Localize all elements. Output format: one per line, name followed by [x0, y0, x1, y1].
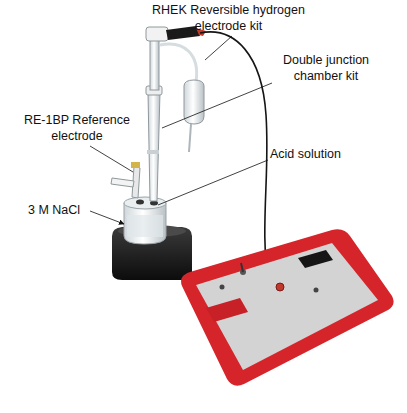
callout-label: 3 M NaCl — [28, 202, 108, 218]
potentiostat — [181, 229, 394, 385]
callout-label: RE-1BP Reference electrode — [10, 112, 144, 144]
callout-label: RHEK Reversible hydrogen electrode kit — [146, 2, 311, 34]
callout-label: Double junction chamber kit — [262, 52, 390, 84]
double-junction-tube — [146, 86, 162, 201]
leader-lines — [90, 36, 272, 224]
callout-label: Acid solution — [270, 146, 380, 162]
rhek-kit — [146, 26, 206, 152]
